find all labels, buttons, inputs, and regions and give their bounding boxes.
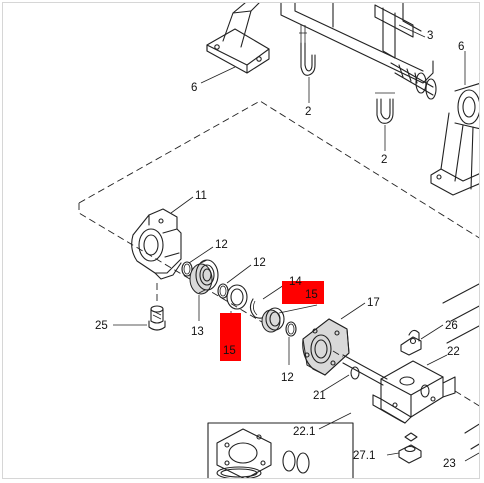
- callout-15-lower: 15: [223, 345, 236, 357]
- assembly-boundary-upper: [78, 100, 479, 239]
- gasket-inset-part-22-1: [207, 422, 354, 478]
- spacer-ring-15-b: [261, 307, 285, 333]
- shaft-assembly-part-3: [280, 3, 437, 100]
- callout-21: 21: [313, 390, 326, 402]
- stand-part-6-right: [430, 83, 479, 196]
- base-part-23: [442, 283, 479, 450]
- gearbox-housing-part-22: [372, 360, 456, 424]
- callout-25: 25: [95, 320, 108, 332]
- hook-part-2-lower: [375, 92, 395, 124]
- callout-22-1: 22.1: [293, 426, 315, 438]
- callout-12-b: 12: [253, 257, 266, 269]
- bearing-part-13: [189, 259, 219, 295]
- assembly-boundary-left: [78, 203, 268, 326]
- callout-14: 14: [289, 276, 302, 288]
- callout-15-upper: 15: [305, 289, 318, 301]
- flange-part-17: [302, 318, 350, 376]
- callout-2-lower: 2: [381, 154, 387, 166]
- plug-part-27-1: [398, 432, 422, 464]
- mount-bracket-part-26: [400, 329, 422, 356]
- seal-ring-12-a: [181, 261, 193, 277]
- callout-6-right: 6: [458, 41, 464, 53]
- bracket-part-11: [131, 208, 182, 280]
- stand-part-6-left: [206, 3, 270, 74]
- callout-27-1: 27.1: [353, 450, 375, 462]
- shaft-part-21: [332, 350, 388, 386]
- callout-12-c: 12: [281, 372, 294, 384]
- callout-12-a: 12: [215, 239, 228, 251]
- highlight-box-15-lower: [220, 313, 241, 361]
- callout-11: 11: [195, 190, 207, 202]
- seal-ring-12-c: [285, 321, 297, 337]
- spacer-ring-15-a: [226, 284, 248, 310]
- callout-22: 22: [447, 346, 460, 358]
- callout-13: 13: [191, 326, 204, 338]
- callout-23: 23: [443, 458, 456, 470]
- hook-part-2-upper: [299, 25, 316, 76]
- exploded-parts-diagram: 3 6 6 2 2 11 12 12 13 14 15 15 17 12 21 …: [78, 3, 479, 478]
- highlight-box-15-upper: [282, 281, 324, 304]
- assembly-boundary-right: [454, 390, 479, 407]
- diagram-frame: 3 6 6 2 2 11 12 12 13 14 15 15 17 12 21 …: [2, 2, 480, 479]
- callout-17: 17: [367, 297, 380, 309]
- callout-3: 3: [427, 30, 433, 42]
- callout-26: 26: [445, 320, 458, 332]
- bolt-part-25: [148, 283, 166, 331]
- callout-6-left: 6: [191, 82, 197, 94]
- callout-2-upper: 2: [305, 106, 311, 118]
